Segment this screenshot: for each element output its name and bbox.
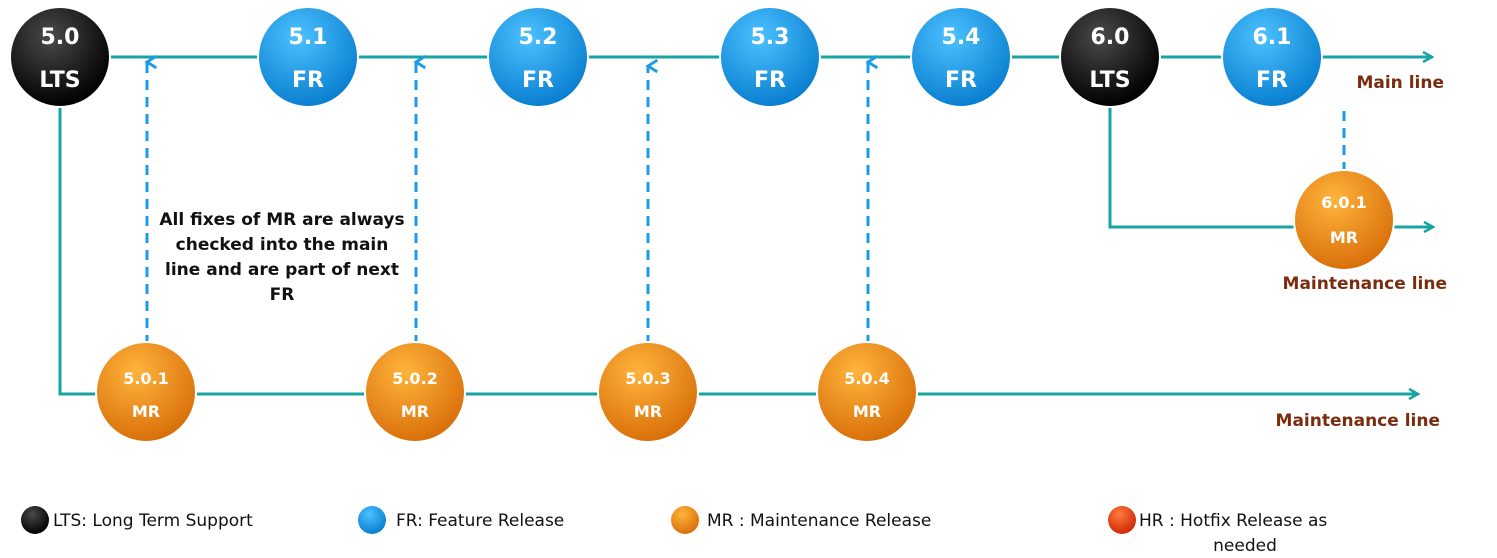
legend-label-fr: FR: Feature Release xyxy=(396,511,564,531)
node-type: MR xyxy=(634,402,662,421)
node-type: MR xyxy=(401,402,429,421)
maintenance-line-6-0-label: Maintenance line xyxy=(1283,274,1447,294)
main-line-label: Main line xyxy=(1356,73,1444,93)
node-version: 5.0 xyxy=(41,25,80,50)
legend-label-hr-2: needed xyxy=(1213,536,1277,556)
node-5-0-3: 5.0.3 MR xyxy=(597,341,699,443)
node-type: LTS xyxy=(39,68,80,93)
node-6-0: 6.0 LTS xyxy=(1059,6,1161,108)
legend-label-mr: MR : Maintenance Release xyxy=(707,511,931,531)
legend: LTS: Long Term Support FR: Feature Relea… xyxy=(21,506,1327,556)
note-line-3: line and are part of next xyxy=(165,260,399,280)
node-5-0-4: 5.0.4 MR xyxy=(816,341,918,443)
node-5-0-1: 5.0.1 MR xyxy=(95,341,197,443)
node-version: 5.4 xyxy=(942,25,981,50)
legend-item-fr: FR: Feature Release xyxy=(358,506,564,534)
node-type: FR xyxy=(522,68,554,93)
maintenance-line-5-0 xyxy=(58,57,1418,394)
node-version: 5.3 xyxy=(751,25,790,50)
node-version: 5.0.1 xyxy=(123,369,169,388)
node-type: MR xyxy=(132,402,160,421)
node-version: 5.1 xyxy=(289,25,328,50)
merge-note: All fixes of MR are always checked into … xyxy=(159,210,404,305)
node-type: FR xyxy=(292,68,324,93)
node-type: FR xyxy=(945,68,977,93)
legend-item-hr: HR : Hotfix Release as needed xyxy=(1108,506,1327,556)
node-version: 6.0.1 xyxy=(1321,193,1367,212)
merge-arrows xyxy=(147,62,1346,345)
legend-item-lts: LTS: Long Term Support xyxy=(21,506,253,534)
node-5-0: 5.0 LTS xyxy=(9,6,111,108)
node-type: LTS xyxy=(1089,68,1130,93)
node-version: 5.2 xyxy=(519,25,558,50)
legend-swatch-lts xyxy=(21,506,49,534)
node-5-4: 5.4 FR xyxy=(910,6,1012,108)
legend-label-lts: LTS: Long Term Support xyxy=(53,511,253,531)
node-version: 6.1 xyxy=(1253,25,1292,50)
note-line-4: FR xyxy=(270,285,295,305)
legend-swatch-hr xyxy=(1108,506,1136,534)
note-line-2: checked into the main xyxy=(176,235,389,255)
node-5-1: 5.1 FR xyxy=(257,6,359,108)
maintenance-line-5-0-label: Maintenance line xyxy=(1276,411,1440,431)
node-6-0-1: 6.0.1 MR xyxy=(1293,169,1395,271)
node-6-1: 6.1 FR xyxy=(1221,6,1323,108)
legend-label-hr-1: HR : Hotfix Release as xyxy=(1139,511,1327,531)
node-version: 5.0.2 xyxy=(392,369,438,388)
node-type: FR xyxy=(754,68,786,93)
legend-item-mr: MR : Maintenance Release xyxy=(671,506,931,534)
legend-swatch-fr xyxy=(358,506,386,534)
node-type: FR xyxy=(1256,68,1288,93)
note-line-1: All fixes of MR are always xyxy=(159,210,404,230)
node-type: MR xyxy=(1330,228,1358,247)
node-5-0-2: 5.0.2 MR xyxy=(364,341,466,443)
legend-swatch-mr xyxy=(671,506,699,534)
node-version: 6.0 xyxy=(1091,25,1130,50)
node-version: 5.0.4 xyxy=(844,369,890,388)
node-5-3: 5.3 FR xyxy=(719,6,821,108)
node-5-2: 5.2 FR xyxy=(487,6,589,108)
node-type: MR xyxy=(853,402,881,421)
node-version: 5.0.3 xyxy=(625,369,671,388)
